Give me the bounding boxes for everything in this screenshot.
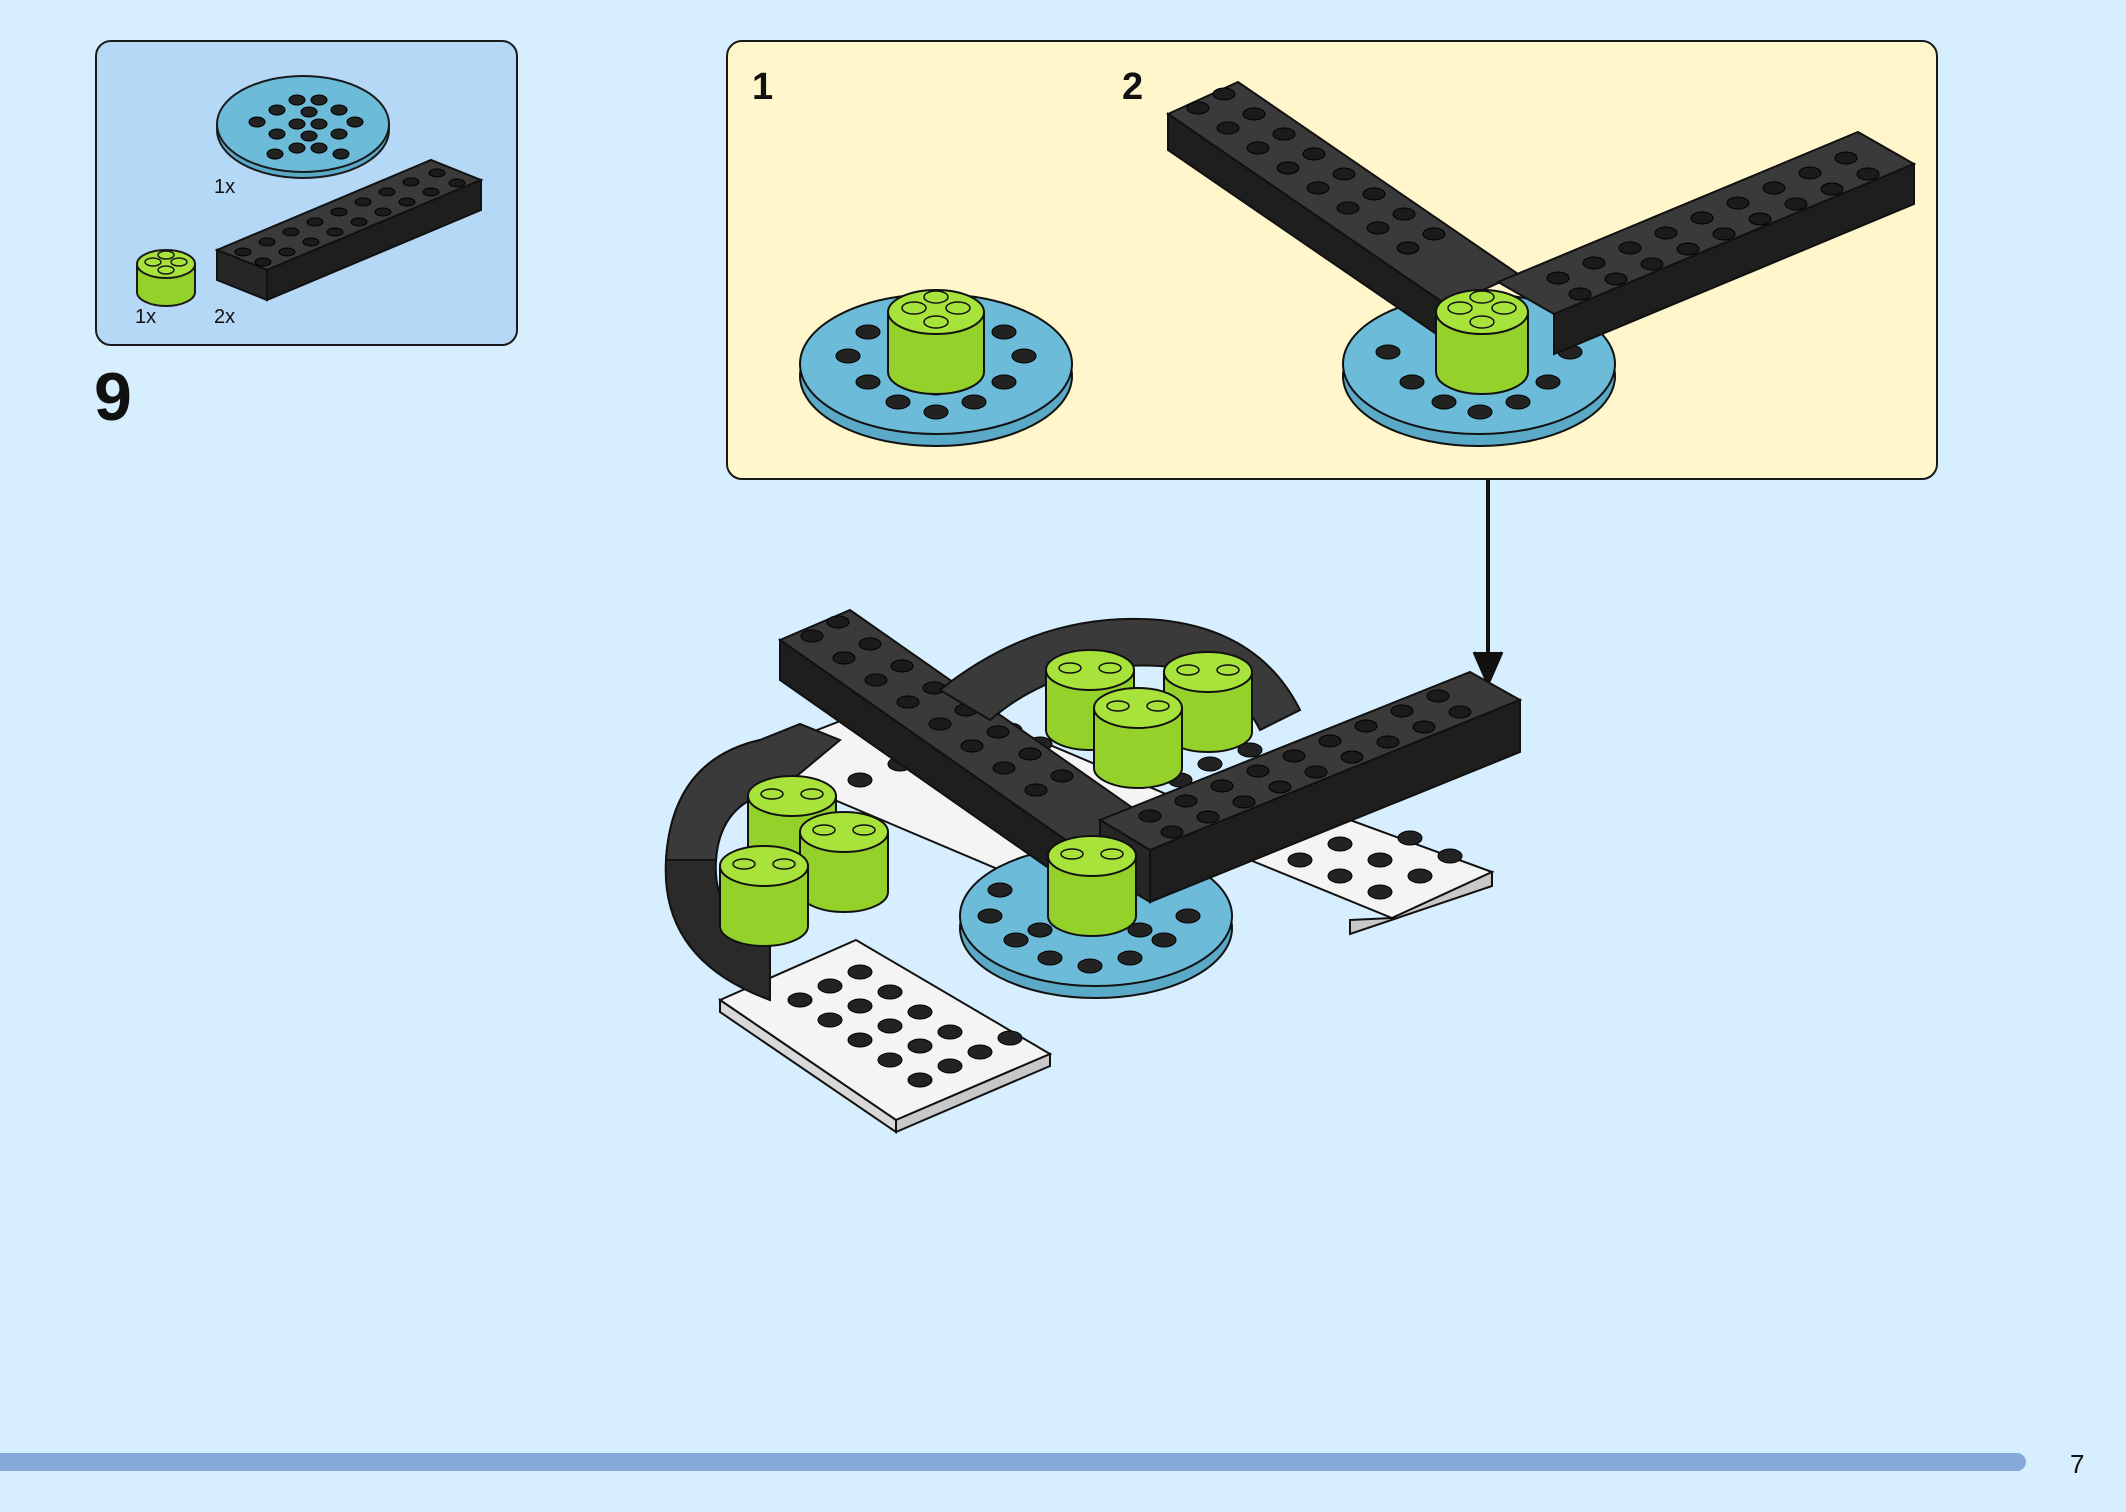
round-plate-quantity: 1x — [214, 176, 236, 198]
step-number: 9 — [94, 359, 132, 435]
long-brick-quantity: 2x — [214, 306, 236, 328]
round-plate-part-image — [136, 75, 484, 307]
parts-list-panel: 1x 1x 2x — [95, 40, 518, 346]
round-brick-quantity: 1x — [135, 306, 157, 328]
substep-1-image — [799, 289, 1073, 447]
page-number: 7 — [2070, 1449, 2085, 1479]
substep-2-number: 2 — [1122, 66, 1144, 108]
substep-2-image — [1165, 80, 1917, 447]
substep-panel: 1 2 — [726, 40, 1938, 480]
progress-bar — [0, 1453, 2026, 1471]
substep-1-number: 1 — [752, 66, 774, 108]
